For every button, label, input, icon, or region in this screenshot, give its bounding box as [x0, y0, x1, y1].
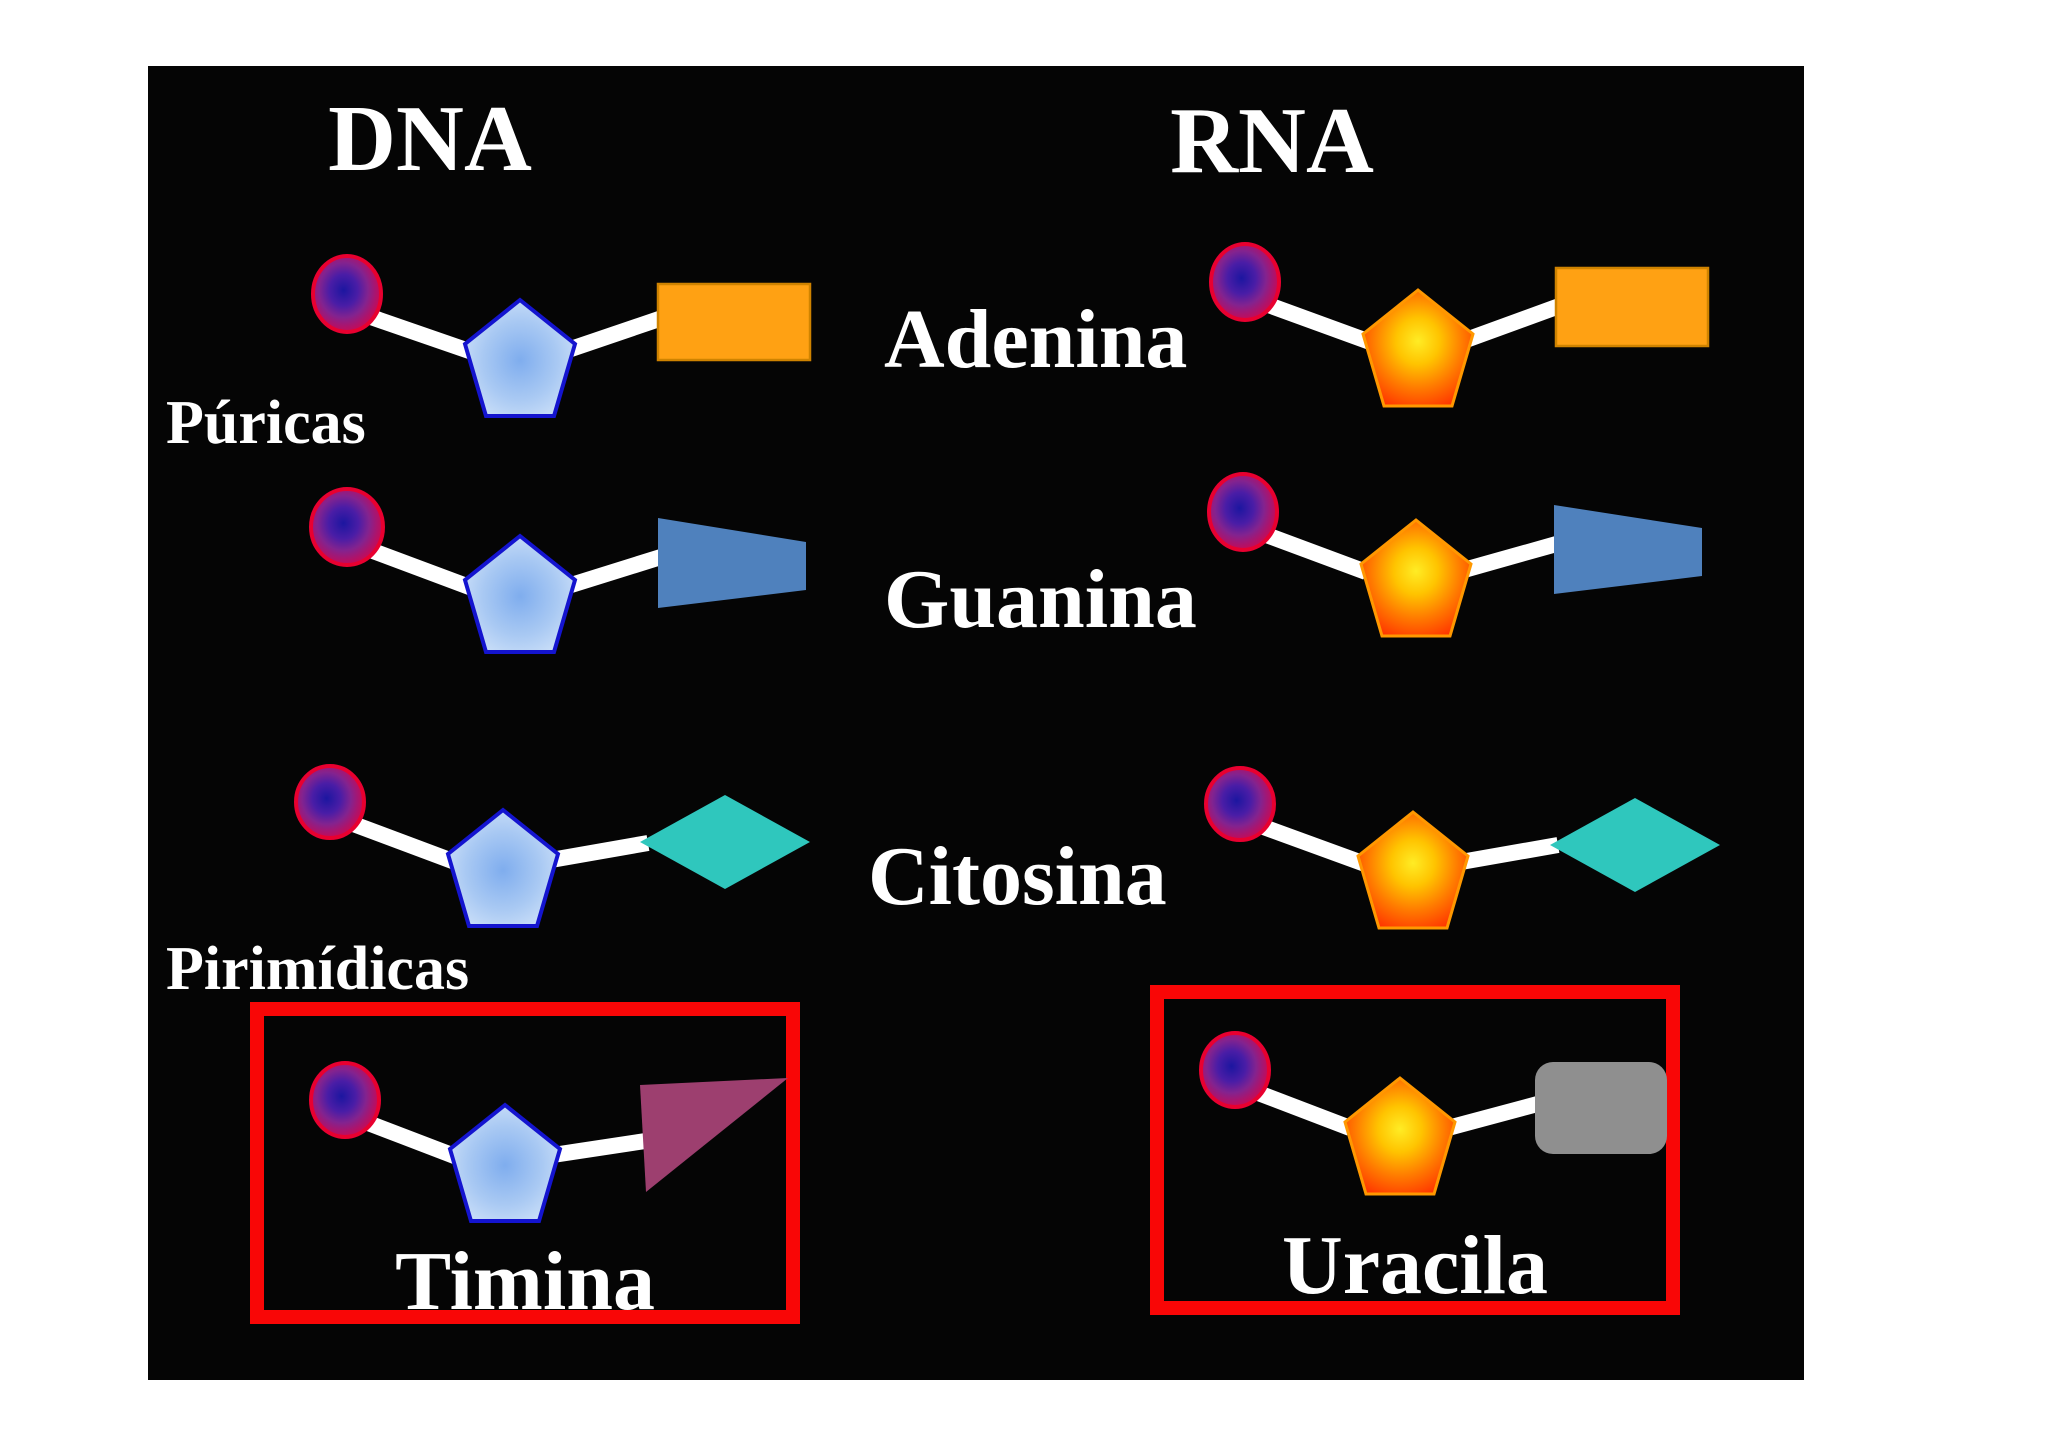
adenina-label: Adenina [884, 293, 1188, 386]
guanina-label: Guanina [884, 553, 1197, 646]
sugar-base-bond [551, 1132, 654, 1163]
rna-citosina-nucleotide [1204, 766, 1720, 930]
ribose-pentagon [1359, 518, 1473, 638]
sugar-base-bond [1461, 535, 1563, 578]
sugar-base-bond [549, 835, 650, 868]
phosphate-circle [311, 254, 383, 334]
phosphate-circle [1199, 1031, 1271, 1109]
deoxyribose-pentagon [462, 533, 578, 654]
phosphate-sugar-bond [1258, 525, 1369, 580]
timina-label: Timina [395, 1235, 655, 1328]
guanine-base-trapezoid [1554, 505, 1702, 594]
sugar-base-bond [565, 308, 671, 358]
phosphate-circle [309, 1061, 381, 1139]
phosphate-circle [294, 764, 366, 840]
rna-guanina-nucleotide [1207, 472, 1702, 638]
rna-column-title: RNA [1170, 89, 1374, 193]
phosphate-sugar-bond [1260, 295, 1373, 350]
cytosine-base-diamond [1550, 798, 1720, 892]
dna-timina-nucleotide [309, 1061, 788, 1223]
pyrimidines-group-label: Pirimídicas [166, 935, 470, 1003]
diagram-panel [148, 66, 1804, 1380]
cytosine-base-diamond [640, 795, 810, 889]
deoxyribose-pentagon [462, 297, 578, 418]
dna-adenina-nucleotide [311, 254, 812, 418]
phosphate-sugar-bond [345, 814, 458, 870]
guanine-base-trapezoid [658, 518, 806, 608]
sugar-base-bond [1445, 1094, 1548, 1136]
phosphate-sugar-bond [1250, 1083, 1353, 1136]
phosphate-sugar-bond [362, 540, 475, 596]
phosphate-circle [309, 487, 385, 567]
purines-group-label: Púricas [166, 389, 366, 457]
sugar-base-bond [565, 548, 667, 594]
deoxyribose-pentagon [445, 807, 561, 928]
dna-citosina-nucleotide [294, 764, 810, 928]
ribose-pentagon [1356, 810, 1470, 930]
uracil-base-rounded-rect [1535, 1062, 1667, 1154]
uracila-label: Uracila [1282, 1219, 1548, 1312]
rna-adenina-nucleotide [1209, 242, 1710, 408]
phosphate-circle [1204, 766, 1276, 842]
ribose-pentagon [1343, 1076, 1457, 1196]
phosphate-circle [1209, 242, 1281, 322]
dna-guanina-nucleotide [309, 487, 806, 654]
citosina-label: Citosina [868, 830, 1167, 923]
phosphate-circle [1207, 472, 1279, 552]
deoxyribose-pentagon [447, 1102, 563, 1223]
dna-column-title: DNA [328, 87, 532, 191]
phosphate-sugar-bond [1255, 817, 1368, 872]
ribose-pentagon [1361, 288, 1475, 408]
phosphate-sugar-bond [360, 1113, 460, 1165]
phosphate-sugar-bond [362, 307, 475, 360]
adenine-base-rect [1554, 266, 1710, 348]
uracila-highlight-box [1150, 985, 1680, 1315]
adenine-base-rect [656, 282, 812, 362]
timina-highlight-box [250, 1002, 800, 1324]
sugar-base-bond [1459, 837, 1560, 870]
thymine-base-triangle [640, 1078, 788, 1192]
sugar-base-bond [1463, 297, 1565, 348]
rna-uracila-nucleotide [1199, 1031, 1667, 1196]
